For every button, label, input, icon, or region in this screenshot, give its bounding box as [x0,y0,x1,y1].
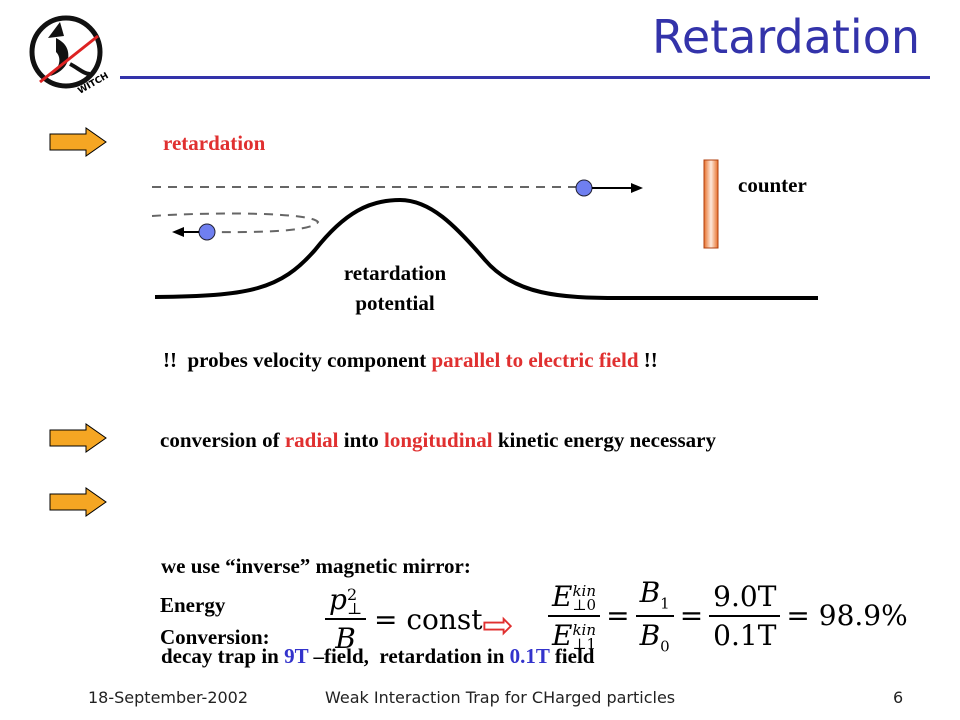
b-ratio: B1 B0 [635,576,674,656]
b0-sub: 0 [660,637,670,656]
footer-title: Weak Interaction Trap for CHarged partic… [325,688,676,707]
p-sup: 2 [346,584,358,604]
sub-den: ⊥1 [572,635,597,654]
mirror-line2-part1: decay trap in [161,644,285,668]
statement-suffix: !! [638,348,658,372]
t-ratio: 9.0T 0.1T [709,580,781,652]
implies-arrow-icon: ⇨ [482,603,514,647]
e-num: E [552,579,573,613]
mirror-text: we use “inverse” magnetic mirror: decay … [161,491,594,701]
energy-label-line1: Energy [160,593,226,617]
slide-title: Retardation [651,10,920,64]
p-sub: ⊥ [346,598,362,618]
bullet-arrow-2 [48,422,108,459]
field-01t: 0.1T [509,644,550,668]
arrow-right-head [631,183,643,193]
energy-label: Energy Conversion: [160,589,270,653]
retardation-label: retardation [163,131,266,155]
witch-logo: WITCH [20,8,116,104]
potential-label-line2: potential [355,291,435,315]
title-underline [120,76,930,79]
mirror-line2-part3: field [549,644,595,668]
dashed-trajectory-reflected [151,212,320,234]
statement-line: !! probes velocity component parallel to… [163,348,658,373]
statement-highlight: parallel to electric field [431,348,639,372]
eq-1: = [606,599,630,633]
footer-date: 18-September-2002 [88,688,249,707]
right-arrow-icon [49,127,107,157]
conversion-part3: kinetic energy necessary [492,428,716,452]
t-den: 0.1T [713,618,777,652]
sub-num: ⊥0 [572,596,597,615]
particle-transmitted [575,179,593,197]
right-arrow-icon [49,423,107,453]
conversion-part1: conversion of [160,428,285,452]
right-arrow-icon [49,487,107,517]
bullet-arrow-1 [48,126,108,163]
potential-label-line1: retardation [343,261,447,285]
b-denominator: B [335,622,356,655]
field-9t: 9T [284,644,309,668]
b0-symbol: B [639,618,661,652]
b1-sub: 1 [660,594,670,613]
result-value: = 98.9% [786,599,908,633]
conversion-part2: into [338,428,385,452]
eq-2: = [679,599,704,633]
conversion-longitudinal: longitudinal [384,428,493,452]
page-number: 6 [893,688,904,707]
conversion-radial: radial [284,428,339,452]
mirror-line1: we use “inverse” magnetic mirror: [161,554,471,578]
bullet-arrow-3 [48,486,108,523]
const-rhs: = const [373,602,483,636]
mirror-line2-part2: –field, retardation in [308,644,510,668]
b1-symbol: B [639,576,661,609]
energy-label-line2: Conversion: [160,625,270,649]
particle-reflected [198,223,216,241]
statement-prefix: !! probes velocity component [163,348,432,372]
witch-logo-icon: WITCH [29,15,111,97]
potential-label: retardation potential [320,258,470,318]
retardation-diagram [151,159,818,300]
counter-detector [703,159,719,249]
arrow-left-head [172,227,184,237]
kin-den: kin [572,621,597,640]
t-num: 9.0T [709,580,781,617]
p-symbol: p [329,583,347,616]
potential-curve [154,197,818,300]
conversion-line: conversion of radial into longitudinal k… [160,428,716,453]
e-den: E [552,618,573,652]
counter-label: counter [738,173,807,197]
mirror-line2: decay trap in 9T –field, retardation in … [161,641,594,671]
kin-num: kin [572,582,597,601]
